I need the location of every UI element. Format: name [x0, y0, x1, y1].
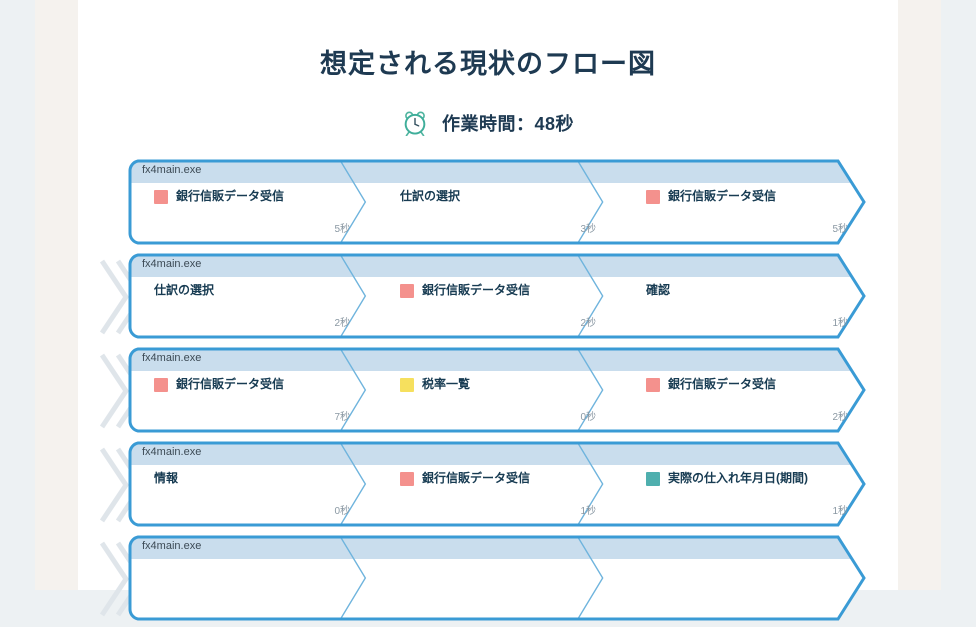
process-name: fx4main.exe [142, 540, 202, 552]
flow-bar-shape [128, 347, 866, 433]
flow-step[interactable] [128, 535, 374, 621]
flow-step[interactable] [374, 535, 620, 621]
process-name: fx4main.exe [142, 352, 202, 364]
flow-step[interactable]: 銀行信販データ受信 5秒 [128, 159, 374, 245]
work-time-row: 作業時間：48秒 [78, 110, 898, 136]
flow-row[interactable]: fx4main.exe [78, 531, 898, 627]
flow-step-body: 仕訳の選択 [128, 283, 374, 298]
category-color-swatch [646, 472, 660, 486]
flow-step-label: 情報 [154, 471, 179, 485]
category-color-swatch [646, 190, 660, 204]
flow-step-body: 銀行信販データ受信 [620, 189, 866, 204]
process-name: fx4main.exe [142, 164, 202, 176]
work-time-label: 作業時間：48秒 [441, 114, 575, 134]
flow-bar-shape [128, 253, 866, 339]
flow-step-duration: 7秒 [334, 412, 350, 423]
flow-bar-shape [128, 159, 866, 245]
flow-bar-content: fx4main.exe 銀行信販データ受信 5秒 仕訳の選択 3秒 銀行信販データ受信 5秒 [128, 159, 866, 245]
flow-step[interactable]: 仕訳の選択 3秒 [374, 159, 620, 245]
category-color-swatch [400, 378, 414, 392]
flow-step-duration: 5秒 [832, 224, 848, 235]
flow-step-body: 仕訳の選択 [374, 189, 620, 204]
category-color-swatch [400, 284, 414, 298]
flow-step-label: 確認 [646, 283, 671, 297]
flow-step[interactable]: 銀行信販データ受信 5秒 [620, 159, 866, 245]
flow-step[interactable]: 確認 1秒 [620, 253, 866, 339]
category-color-swatch [400, 472, 414, 486]
flow-step-label: 実際の仕入れ年月日(期間) [668, 471, 808, 485]
flow-step-body: 税率一覧 [374, 377, 620, 392]
flow-row[interactable]: fx4main.exe 銀行信販データ受信 7秒 税率一覧 0秒 銀行信販データ受信 2秒 [78, 343, 898, 439]
flow-bar[interactable]: fx4main.exe 銀行信販データ受信 7秒 税率一覧 0秒 銀行信販データ受信 2秒 [128, 347, 866, 433]
flow-step-duration: 1秒 [832, 318, 848, 329]
flow-bar[interactable]: fx4main.exe 情報 0秒 銀行信販データ受信 1秒 実際の仕入れ年月日(期間) 1… [128, 441, 866, 527]
flow-step[interactable]: 情報 0秒 [128, 441, 374, 527]
flow-step-body: 銀行信販データ受信 [128, 189, 374, 204]
flow-bar-content: fx4main.exe 情報 0秒 銀行信販データ受信 1秒 実際の仕入れ年月日(期間) 1… [128, 441, 866, 527]
flow-bar[interactable]: fx4main.exe 仕訳の選択 2秒 銀行信販データ受信 2秒 確認 1秒 [128, 253, 866, 339]
flow-step-label: 銀行信販データ受信 [422, 471, 531, 485]
flow-step-duration: 2秒 [580, 318, 596, 329]
flow-bar[interactable]: fx4main.exe [128, 535, 866, 621]
flow-bar-content: fx4main.exe [128, 535, 866, 621]
flow-step-body: 銀行信販データ受信 [374, 471, 620, 486]
flow-step[interactable]: 実際の仕入れ年月日(期間) 1秒 [620, 441, 866, 527]
category-color-swatch [646, 378, 660, 392]
flow-step[interactable]: 銀行信販データ受信 2秒 [620, 347, 866, 433]
flow-step[interactable]: 税率一覧 0秒 [374, 347, 620, 433]
flow-step-label: 銀行信販データ受信 [668, 377, 777, 391]
flow-step[interactable]: 銀行信販データ受信 1秒 [374, 441, 620, 527]
flow-bar-content: fx4main.exe 仕訳の選択 2秒 銀行信販データ受信 2秒 確認 1秒 [128, 253, 866, 339]
flow-step-duration: 0秒 [580, 412, 596, 423]
flow-step[interactable]: 銀行信販データ受信 2秒 [374, 253, 620, 339]
background-band-right [898, 0, 941, 590]
flow-step-body: 確認 [620, 283, 866, 298]
flow-step-label: 銀行信販データ受信 [176, 377, 285, 391]
flow-bar-shape [128, 441, 866, 527]
flow-step-label: 銀行信販データ受信 [176, 189, 285, 203]
flow-step-label: 仕訳の選択 [154, 283, 215, 297]
page-title: 想定される現状のフロー図 [320, 49, 656, 79]
flow-bar[interactable]: fx4main.exe 銀行信販データ受信 5秒 仕訳の選択 3秒 銀行信販データ受信 5秒 [128, 159, 866, 245]
background-band-left [35, 0, 78, 590]
flow-step-label: 銀行信販データ受信 [668, 189, 777, 203]
flow-step[interactable] [620, 535, 866, 621]
category-color-swatch [154, 190, 168, 204]
flow-step-body: 銀行信販データ受信 [620, 377, 866, 392]
flow-row[interactable]: fx4main.exe 銀行信販データ受信 5秒 仕訳の選択 3秒 銀行信販データ受信 5秒 [78, 155, 898, 251]
flow-step[interactable]: 仕訳の選択 2秒 [128, 253, 374, 339]
flow-step-body: 実際の仕入れ年月日(期間) [620, 471, 866, 486]
flow-row[interactable]: fx4main.exe 仕訳の選択 2秒 銀行信販データ受信 2秒 確認 1秒 [78, 249, 898, 345]
flow-step-label: 仕訳の選択 [400, 189, 461, 203]
flow-step-body: 銀行信販データ受信 [374, 283, 620, 298]
flow-step-duration: 1秒 [832, 506, 848, 517]
flow-bar-content: fx4main.exe 銀行信販データ受信 7秒 税率一覧 0秒 銀行信販データ受信 2秒 [128, 347, 866, 433]
process-name: fx4main.exe [142, 258, 202, 270]
alarm-clock-icon [404, 111, 426, 136]
flow-step-duration: 5秒 [334, 224, 350, 235]
flow-step-body: 銀行信販データ受信 [128, 377, 374, 392]
flow-step-label: 銀行信販データ受信 [422, 283, 531, 297]
category-color-swatch [154, 378, 168, 392]
flow-step-body: 情報 [128, 471, 374, 486]
flow-step-duration: 2秒 [832, 412, 848, 423]
flow-step-duration: 0秒 [334, 506, 350, 517]
flow-row[interactable]: fx4main.exe 情報 0秒 銀行信販データ受信 1秒 実際の仕入れ年月日(期間) 1… [78, 437, 898, 533]
flow-step-duration: 2秒 [334, 318, 350, 329]
flow-step-label: 税率一覧 [422, 377, 471, 391]
flow-step-duration: 3秒 [580, 224, 596, 235]
flow-step[interactable]: 銀行信販データ受信 7秒 [128, 347, 374, 433]
flow-step-duration: 1秒 [580, 506, 596, 517]
process-name: fx4main.exe [142, 446, 202, 458]
